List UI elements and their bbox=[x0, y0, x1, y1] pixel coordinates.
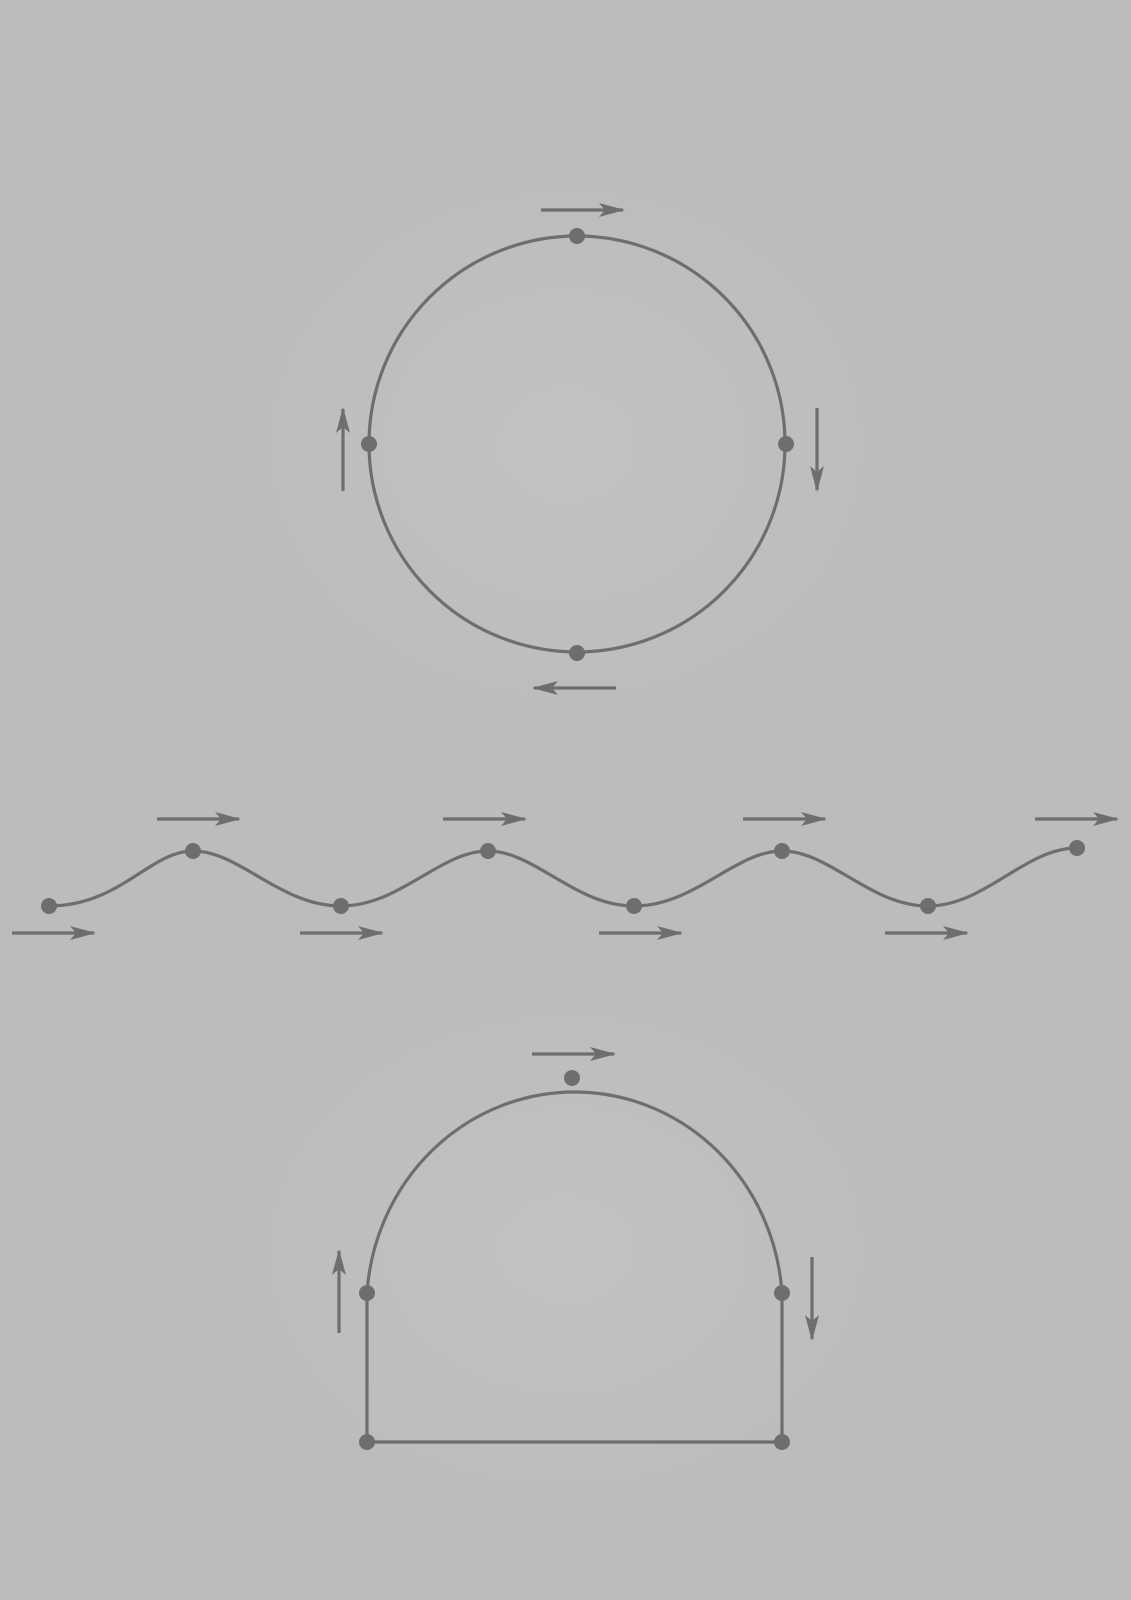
circle-figure bbox=[336, 203, 824, 695]
wave-trough bbox=[333, 898, 349, 914]
arch-point-top bbox=[564, 1070, 580, 1086]
wave-crest bbox=[1069, 840, 1085, 856]
background-glow-top bbox=[226, 155, 906, 735]
circle-point-right bbox=[778, 436, 794, 452]
wave-crest bbox=[185, 843, 201, 859]
wave-trough bbox=[920, 898, 936, 914]
arch-figure bbox=[332, 1047, 819, 1450]
circle-point-left bbox=[361, 436, 377, 452]
arch-path bbox=[365, 1090, 784, 1444]
wave-crest bbox=[480, 843, 496, 859]
background-glow-bottom bbox=[226, 980, 906, 1520]
wave-path bbox=[47, 846, 1079, 908]
wave-crest bbox=[774, 843, 790, 859]
wave-figure bbox=[12, 812, 1119, 940]
arch-point-bottom-right bbox=[774, 1434, 790, 1450]
arch-point-right-shoulder bbox=[774, 1285, 790, 1301]
wave-point bbox=[41, 898, 57, 914]
arch-point-bottom-left bbox=[359, 1434, 375, 1450]
circle-point-bottom bbox=[569, 645, 585, 661]
arch-point-left-shoulder bbox=[359, 1285, 375, 1301]
circle-point-top bbox=[569, 228, 585, 244]
wave-trough bbox=[626, 898, 642, 914]
